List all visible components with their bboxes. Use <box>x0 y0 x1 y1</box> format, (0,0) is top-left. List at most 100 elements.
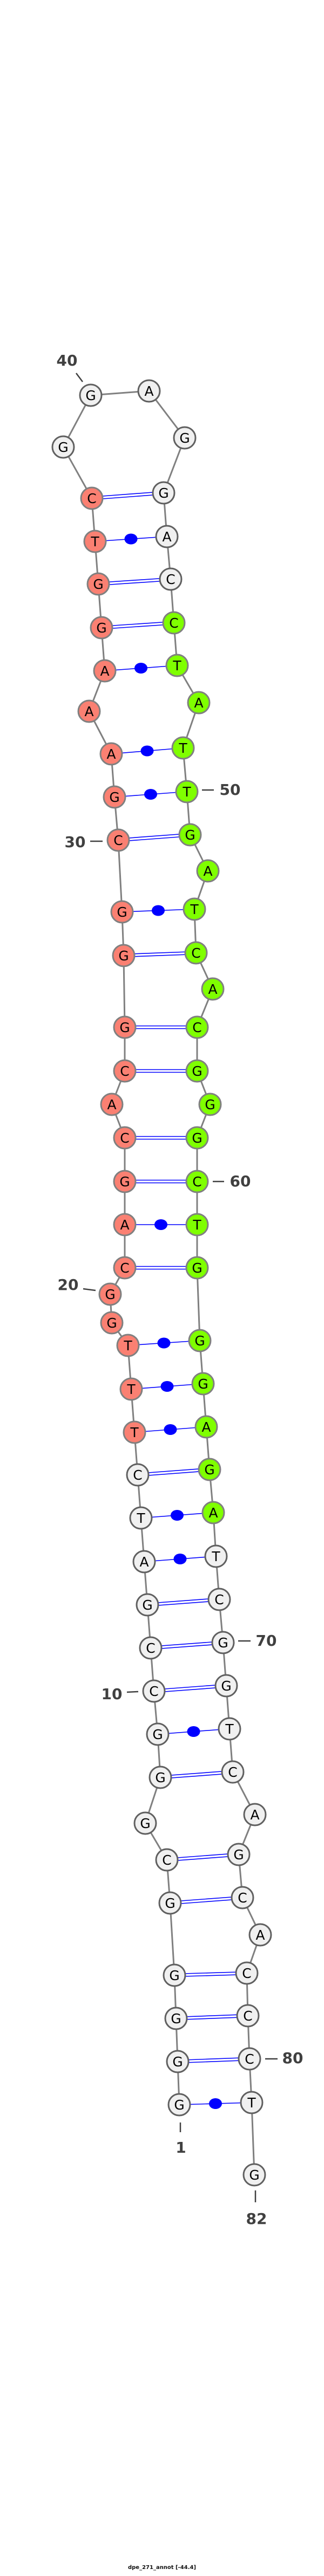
nucleotide-63: G <box>188 1329 212 1352</box>
nucleotide-37: T <box>83 530 107 553</box>
structure-caption: dpe_271_annot [-44.4] <box>127 2565 197 2571</box>
wobble-pair-dot <box>144 789 157 800</box>
nucleotide-circle <box>113 1213 137 1237</box>
nucleotide-letter: A <box>106 746 116 762</box>
pair-bond-line <box>101 621 174 627</box>
nucleotide-letter: G <box>119 1174 130 1190</box>
nucleotide-57: G <box>185 1059 209 1083</box>
nucleotide-circle <box>184 941 208 965</box>
nucleotide-circle <box>79 383 103 407</box>
nucleotide-circle <box>77 699 101 723</box>
nucleotide-letter: G <box>169 1968 179 1983</box>
nucleotide-letter: G <box>249 2167 259 2183</box>
nucleotide-letter: G <box>204 1462 214 1478</box>
nucleotide-circle <box>113 1170 137 1193</box>
nucleotide-letter: C <box>113 833 123 848</box>
nucleotide-letter: G <box>155 1770 165 1785</box>
nucleotide-circle <box>166 2050 190 2073</box>
pair-bond-line <box>138 1470 210 1477</box>
nucleotide-5: G <box>158 1891 182 1915</box>
nucleotide-circle <box>185 1059 209 1083</box>
nucleotide-circle <box>185 1126 209 1150</box>
nucleotide-14: T <box>129 1506 153 1530</box>
nucleotide-66: G <box>198 1458 221 1481</box>
nucleotide-circle <box>126 1463 150 1487</box>
nucleotide-letter: A <box>208 1505 218 1521</box>
nucleotide-circle <box>113 1015 137 1039</box>
nucleotide-letter: T <box>211 1549 220 1564</box>
nucleotide-letter: G <box>118 948 129 964</box>
nucleotide-circle <box>185 1170 209 1193</box>
nucleotide-circle <box>185 1213 209 1237</box>
nucleotide-34: A <box>93 659 117 683</box>
position-tick <box>76 373 83 382</box>
nucleotide-letter: A <box>255 1927 265 1943</box>
nucleotide-48: A <box>187 691 211 715</box>
nucleotide-circle <box>185 1256 209 1280</box>
nucleotide-circle <box>106 828 130 852</box>
nucleotide-29: G <box>110 900 134 924</box>
nucleotide-circle <box>99 742 123 766</box>
nucleotide-circle <box>113 1256 137 1280</box>
pair-bond-line <box>98 580 171 586</box>
nucleotide-letter: C <box>133 1467 142 1483</box>
nucleotide-letter: A <box>120 1217 129 1233</box>
nucleotide-letter: G <box>96 620 106 636</box>
nucleotide-letter: G <box>106 1315 117 1331</box>
nucleotide-33: A <box>77 699 101 723</box>
nucleotide-circle <box>243 1803 267 1826</box>
nucleotide-24: C <box>113 1126 137 1150</box>
nucleotide-letter: C <box>149 1684 158 1699</box>
nucleotide-circle <box>139 1636 163 1660</box>
nucleotide-letter: G <box>105 1287 115 1302</box>
pair-bond-line <box>178 2059 250 2064</box>
nucleotide-12: G <box>136 1593 159 1617</box>
pair-bond-line <box>147 1597 219 1604</box>
nucleotide-55: A <box>201 977 225 1001</box>
nucleotide-70: G <box>211 1631 235 1654</box>
nucleotide-circle <box>214 1674 238 1698</box>
nucleotide-letter: C <box>214 1592 224 1608</box>
nucleotide-56: C <box>185 1015 209 1039</box>
nucleotide-letter: G <box>142 1597 152 1613</box>
nucleotide-46: C <box>162 611 186 635</box>
nucleotide-61: T <box>185 1213 209 1237</box>
wobble-pair-dot <box>140 745 154 757</box>
nucleotide-letter: C <box>191 945 200 961</box>
nucleotide-letter: C <box>120 1130 129 1146</box>
nucleotide-20: G <box>98 1282 122 1306</box>
pair-bond-line <box>124 953 197 958</box>
backbone-segment <box>117 840 123 912</box>
nucleotide-letter: G <box>233 1847 244 1863</box>
nucleotide-letter: G <box>192 1130 202 1146</box>
nucleotide-letter: A <box>194 695 203 711</box>
nucleotide-letter: A <box>250 1807 259 1823</box>
nucleotide-65: A <box>194 1415 218 1439</box>
nucleotide-76: C <box>231 1886 254 1909</box>
nucleotide-circle <box>132 1550 156 1574</box>
nucleotide-69: C <box>207 1588 231 1611</box>
nucleotide-54: C <box>184 941 208 965</box>
nucleotide-7: G <box>133 1811 157 1835</box>
pair-bond-line <box>98 577 171 583</box>
nucleotide-letter: C <box>169 615 178 631</box>
nucleotide-letter: T <box>190 902 199 917</box>
nucleotide-letter: G <box>218 1635 228 1651</box>
nucleotide-36: G <box>86 572 110 596</box>
nucleotide-39: G <box>51 435 75 459</box>
nucleotide-45: C <box>159 567 183 591</box>
nucleotide-38: C <box>80 486 104 510</box>
nucleotide-19: G <box>100 1311 124 1335</box>
nucleotide-circle <box>187 691 211 715</box>
wobble-pair-dot <box>124 533 138 545</box>
nucleotide-78: C <box>235 1961 259 1985</box>
nucleotide-letter: G <box>158 485 168 501</box>
nucleotide-circle <box>248 1923 272 1947</box>
nucleotide-circle <box>242 2163 266 2187</box>
nucleotide-circle <box>137 379 161 403</box>
nucleotide-60: C <box>185 1170 209 1193</box>
wobble-pair-dot <box>187 1726 200 1737</box>
nucleotide-17: T <box>119 1377 143 1401</box>
pair-bond-line <box>91 491 164 498</box>
nucleotide-letter: G <box>192 1063 202 1079</box>
